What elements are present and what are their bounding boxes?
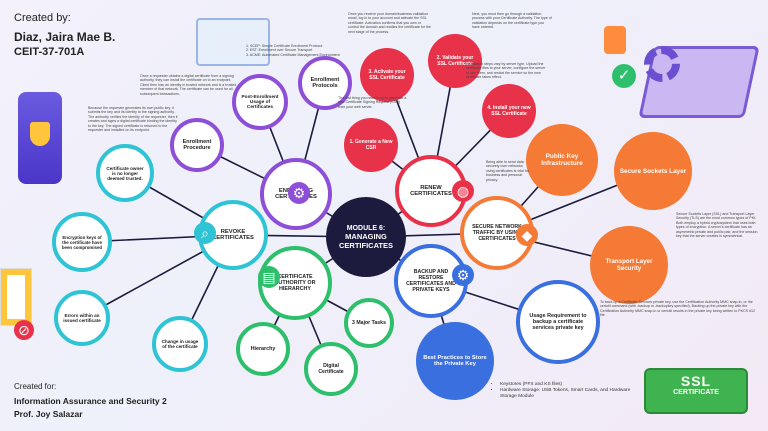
node-owner-untrusted: Certificate owner is no longer deemed tr…	[96, 144, 154, 202]
note-activate: Once you receive your domain/business va…	[348, 12, 431, 34]
label-generate: 1. Generate a New CSR	[349, 139, 393, 151]
chart-icon: ▤	[258, 266, 280, 288]
branch-secure: SECURE NETWORK TRAFFIC BY USING CERTIFIC…	[460, 196, 534, 270]
node-post-enrollment: Post-Enrollment Usage of Certificates	[232, 74, 288, 130]
node-major-tasks: 3 Major Tasks	[344, 298, 394, 348]
gear-icon: ⚙	[288, 182, 310, 204]
label-change-usage: Change in usage of the certificate	[161, 339, 199, 349]
branch-secure-label: SECURE NETWORK TRAFFIC BY USING CERTIFIC…	[472, 224, 522, 242]
note-install: Installation steps vary by server type. …	[466, 62, 546, 80]
badge-label: SSL	[680, 373, 712, 389]
badge-sub: CERTIFICATE	[673, 389, 719, 396]
storage-list: Keystores (PFX and KS files) Hardware St…	[492, 382, 642, 400]
course-name: Information Assurance and Security 2	[14, 396, 167, 406]
label-enrollment-protocols: Enrollment Protocols	[310, 77, 340, 89]
label-post-enrollment: Post-Enrollment Usage of Certificates	[241, 94, 279, 110]
note-backup: To back up a Certificate Services privat…	[600, 300, 755, 318]
lock-icon	[604, 26, 626, 54]
branch-backup-label: BACKUP AND RESTORE CERTIFICATES AND PRIV…	[406, 269, 456, 293]
node-validate: 2. Validate your SSL Certificate	[428, 34, 482, 88]
node-digital-certificate: Digital Certificate	[304, 342, 358, 396]
note-generate: The first thing you need to do is genera…	[338, 96, 407, 109]
branch-renew-label: RENEW CERTIFICATES	[410, 185, 452, 197]
note-secure: Being able to send data securely over ne…	[486, 160, 529, 182]
created-by-label: Created by:	[14, 12, 71, 24]
globe-icon: ◍	[452, 180, 474, 202]
prohibited-icon: ⊘	[14, 320, 34, 340]
label-validate: 2. Validate your SSL Certificate	[436, 55, 474, 67]
node-usage-requirement: Usage Requirement to backup a certificat…	[516, 280, 600, 364]
label-transport: Transport Layer Security	[605, 258, 653, 272]
label-hierarchy: Hierarchy	[250, 346, 276, 352]
node-enrollment-procedure: Enrollment Procedure	[170, 118, 224, 172]
label-secure-sockets: Secure Sockets Layer	[619, 167, 687, 175]
label-errors: Errors within an issued certificate	[63, 313, 101, 323]
node-change-usage: Change in usage of the certificate	[152, 316, 208, 372]
note-post-enrollment: Once a requester obtains a digital certi…	[140, 74, 237, 96]
cog-icon	[644, 46, 680, 82]
center-line2: MANAGING CERTIFICATES	[338, 231, 394, 250]
node-keys-compromised: Encryption keys of the certificate have …	[52, 212, 112, 272]
label-major-tasks: 3 Major Tasks	[352, 320, 386, 326]
node-enrollment-protocols: Enrollment Protocols	[298, 56, 352, 110]
label-usage-requirement: Usage Requirement to backup a certificat…	[529, 313, 587, 331]
shield-icon: ◆	[516, 224, 538, 246]
label-public-key: Public Key Infrastructure	[541, 153, 583, 167]
node-errors: Errors within an issued certificate	[54, 290, 110, 346]
professor-name: Prof. Joy Salazar	[14, 409, 83, 419]
document-icon	[0, 268, 32, 326]
label-digital-certificate: Digital Certificate	[318, 363, 344, 375]
node-generate: 1. Generate a New CSR	[344, 118, 398, 172]
note-validate: Next, you must then go through a validat…	[472, 12, 552, 30]
label-keys-compromised: Encryption keys of the certificate have …	[61, 234, 103, 250]
label-activate: 3. Activate your SSL Certificate	[368, 69, 406, 81]
created-for-label: Created for:	[14, 382, 57, 391]
center-line1: MODULE 6:	[346, 224, 386, 232]
label-best-practices: Best Practices to Store the Private Key	[423, 355, 487, 367]
node-install: 4. Install your new SSL Certificate	[482, 84, 536, 138]
label-owner-untrusted: Certificate owner is no longer deemed tr…	[106, 165, 144, 181]
branch-revoke-label: REVOKE CERTIFICATES	[212, 229, 254, 241]
ssl-badge: SSL CERTIFICATE	[644, 368, 748, 414]
list-item: Keystores (PFX and KS files)	[500, 382, 642, 388]
center-topic: MODULE 6: MANAGING CERTIFICATES	[326, 197, 406, 277]
node-best-practices: Best Practices to Store the Private Key	[416, 322, 494, 400]
scroll-icon	[18, 92, 62, 184]
node-secure-sockets: Secure Sockets Layer	[614, 132, 692, 210]
node-public-key: Public Key Infrastructure	[526, 124, 598, 196]
note-ssl-tls: Secure Sockets Layer (SSL) and Transport…	[676, 212, 758, 239]
shield-icon	[30, 122, 50, 146]
node-activate: 3. Activate your SSL Certificate	[360, 48, 414, 102]
note-enrollment-protocols: 1. SCEP: Simple Certificate Enrollment P…	[246, 44, 340, 57]
node-hierarchy: Hierarchy	[236, 322, 290, 376]
list-item: Hardware Storage: USB Tokens, Smart Card…	[500, 388, 642, 400]
label-install: 4. Install your new SSL Certificate	[487, 105, 531, 117]
chart-icon	[196, 18, 270, 66]
label-enrollment-procedure: Enrollment Procedure	[182, 139, 212, 151]
section-code: CEIT-37-701A	[14, 46, 85, 58]
search-icon: ⌕	[194, 222, 216, 244]
author-name: Diaz, Jaira Mae B.	[14, 30, 116, 44]
branch-authority-label: CERTIFICATE AUTHORITY OR HIERARCHY	[274, 274, 316, 292]
cog-icon: ⚙	[452, 264, 474, 286]
node-transport: Transport Layer Security	[590, 226, 668, 304]
note-enrollment-procedure: Because the requester generates its own …	[88, 106, 178, 133]
check-icon: ✓	[612, 64, 636, 88]
